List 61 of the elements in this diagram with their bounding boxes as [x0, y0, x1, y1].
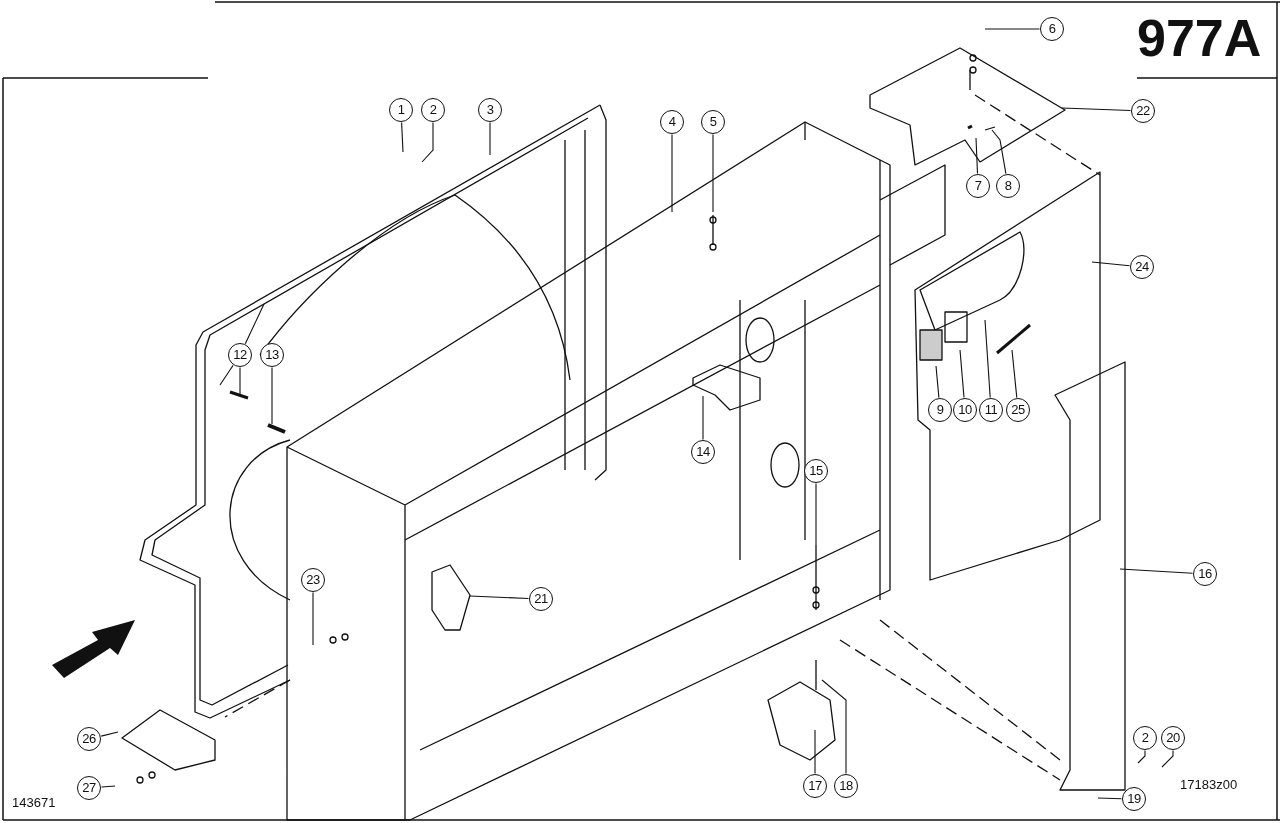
callout-number: 9	[928, 398, 952, 422]
callout-number: 22	[1131, 99, 1155, 123]
leader-line	[1161, 749, 1174, 768]
callout-number: 17	[803, 774, 827, 798]
leader-line	[489, 121, 491, 156]
leader-line	[991, 129, 1007, 175]
leader-line	[100, 785, 116, 788]
callout-number: 13	[260, 343, 284, 367]
callout-number: 25	[1006, 398, 1030, 422]
callout-number: 10	[953, 398, 977, 422]
callout-number: 24	[1130, 255, 1154, 279]
callout-number: 18	[834, 774, 858, 798]
callout-number: 1	[389, 98, 413, 122]
leader-line	[312, 591, 314, 646]
callout-number: 27	[77, 776, 101, 800]
leader-line	[815, 482, 817, 546]
leader-line	[271, 366, 273, 425]
leader-line	[239, 366, 241, 397]
leader-line	[244, 303, 265, 345]
callout-number: 11	[979, 398, 1003, 422]
callout-number: 20	[1161, 726, 1185, 750]
callout-number: 19	[1122, 787, 1146, 811]
leader-line	[702, 395, 704, 441]
callout-number: 8	[996, 174, 1020, 198]
callout-number: 16	[1193, 562, 1217, 586]
callout-number: 2	[421, 98, 445, 122]
leader-line	[671, 133, 673, 213]
callout-number: 15	[804, 459, 828, 483]
leader-line	[1011, 349, 1018, 399]
leader-line	[935, 365, 940, 399]
leader-line	[469, 595, 530, 600]
callout-number: 3	[478, 98, 502, 122]
callout-number: 14	[691, 440, 715, 464]
leader-line	[219, 364, 234, 386]
leader-line	[712, 133, 714, 213]
leader-line	[1137, 749, 1146, 764]
callout-number: 7	[966, 174, 990, 198]
leader-line	[401, 121, 404, 153]
callout-number: 6	[1040, 17, 1064, 41]
leader-line	[975, 137, 979, 175]
leader-line	[100, 731, 119, 737]
leader-line	[1061, 107, 1132, 112]
leader-line	[959, 349, 965, 399]
callout-number: 21	[529, 587, 553, 611]
leader-line	[984, 319, 991, 399]
figure-number: 143671	[12, 796, 56, 809]
leader-line	[984, 28, 1041, 30]
callout-number: 2	[1133, 726, 1157, 750]
leader-line	[1091, 261, 1131, 267]
leader-line	[1097, 797, 1123, 800]
leader-line	[814, 729, 816, 775]
callout-number: 4	[660, 110, 684, 134]
drawing-reference: 17183z00	[1180, 778, 1238, 791]
drawing-number: 977A	[1137, 12, 1262, 64]
leader-line	[1119, 568, 1194, 574]
leader-line	[421, 121, 434, 163]
callout-number: 12	[228, 343, 252, 367]
leader-line	[821, 679, 847, 775]
callout-number: 5	[701, 110, 725, 134]
callout-number: 26	[77, 727, 101, 751]
callout-number: 23	[301, 568, 325, 592]
